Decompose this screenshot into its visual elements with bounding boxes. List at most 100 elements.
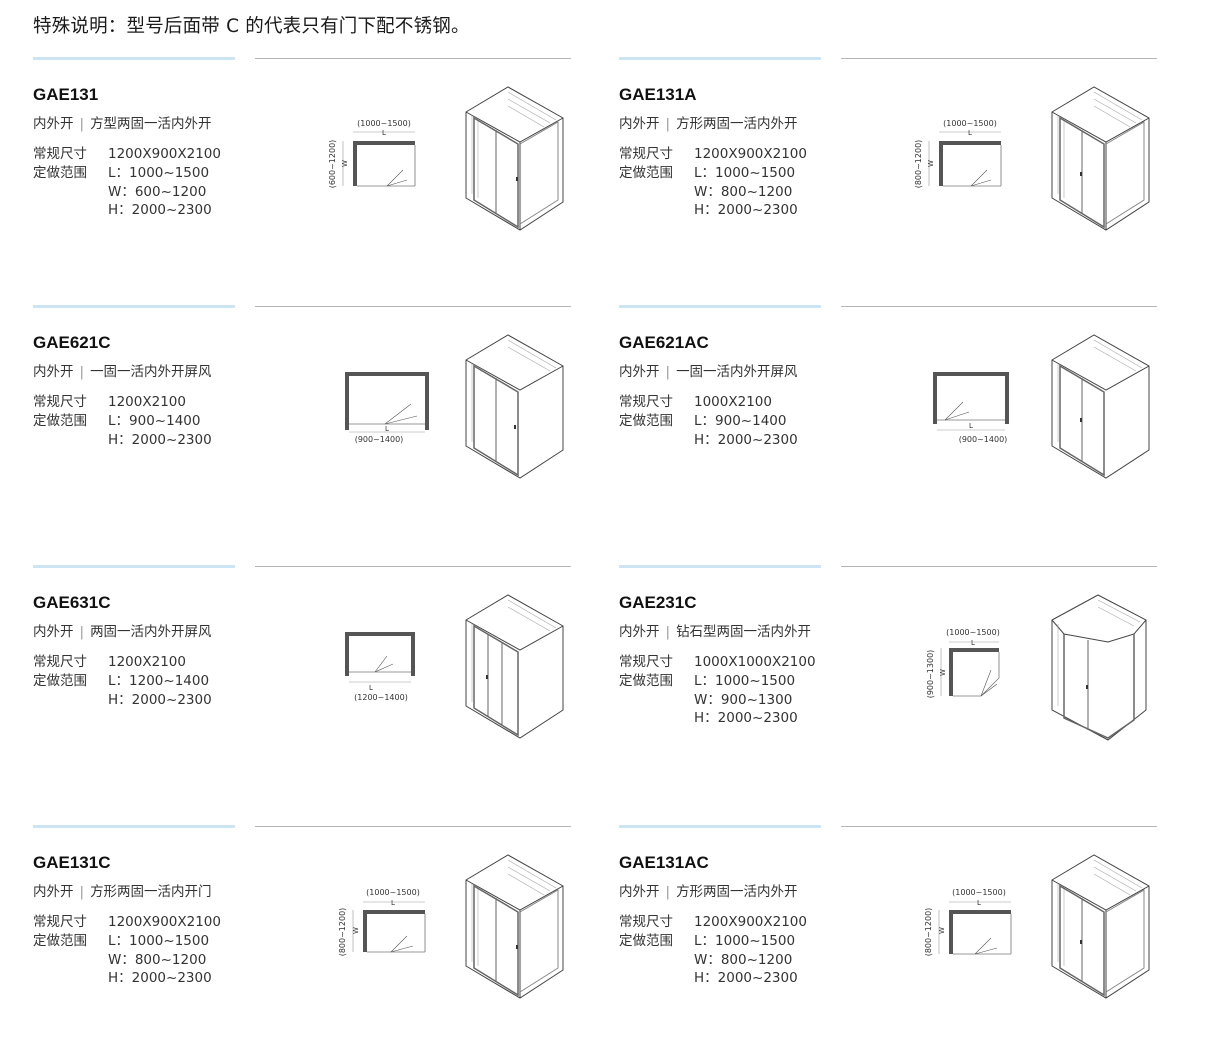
product-subtitle: 内外开|方型两固一活内外开: [33, 116, 212, 132]
product-description: 方形两固一活内开门: [90, 884, 212, 900]
plan-diagram: L (1200~1400): [345, 632, 415, 702]
spec-label-regular: 常规尺寸: [619, 146, 673, 162]
product-subtitle: 内外开|两固一活内外开屏风: [33, 624, 212, 640]
spec-label-custom: 定做范围: [33, 412, 87, 429]
plan-top-L: L: [977, 899, 981, 907]
model-name: GAE621C: [33, 333, 111, 352]
regular-size: 1000X2100: [694, 394, 772, 410]
divider: [255, 306, 571, 307]
regular-size: 1200X2100: [108, 654, 186, 670]
custom-H: H：2000~2300: [694, 970, 798, 987]
isometric-diagram: [465, 854, 564, 999]
product-description: 方型两固一活内外开: [90, 116, 212, 132]
plan-diagram: (1000~1500) L (800~1200) W: [338, 888, 426, 957]
plan-top-dim: (1000~1500): [952, 888, 1006, 897]
divider: [255, 58, 571, 59]
custom-H: H：2000~2300: [108, 202, 212, 219]
model-name: GAE131C: [33, 853, 111, 872]
opening-type: 内外开: [619, 364, 660, 380]
spec-label-regular: 常规尺寸: [619, 394, 673, 410]
divider: [841, 58, 1157, 59]
spec-label-custom: 定做范围: [33, 932, 87, 949]
spec-label-regular: 常规尺寸: [619, 654, 673, 670]
plan-diagram: (1000~1500) L (800~1200) W: [914, 119, 1002, 189]
spec-label-regular: 常规尺寸: [33, 146, 87, 162]
custom-H: H：2000~2300: [108, 691, 212, 708]
divider: [841, 306, 1157, 307]
custom-L: L：1000~1500: [694, 672, 796, 689]
plan-diagram: L (900~1400): [933, 372, 1009, 444]
accent-divider: [33, 57, 235, 60]
product-description: 钻石型两固一活内外开: [676, 624, 812, 640]
plan-top-L: L: [382, 129, 386, 137]
product-description: 两固一活内外开屏风: [90, 624, 212, 640]
spec-label-custom: 定做范围: [619, 412, 673, 429]
custom-W: W：600~1200: [108, 183, 207, 200]
isometric-diagram: [465, 334, 564, 479]
isometric-diagram: [465, 594, 564, 739]
accent-divider: [33, 565, 235, 568]
plan-bottom-dim: (900~1400): [355, 435, 404, 444]
spec-label-regular: 常规尺寸: [33, 654, 87, 670]
plan-top-L: L: [968, 129, 972, 137]
spec-label-regular: 常规尺寸: [33, 394, 87, 410]
isometric-diagram: [1051, 334, 1150, 479]
product-subtitle: 内外开|钻石型两固一活内外开: [619, 624, 812, 640]
regular-size: 1000X1000X2100: [694, 654, 816, 670]
plan-diagram: (1000~1500) L (900~1300) W: [926, 628, 1000, 698]
custom-W: W：800~1200: [694, 183, 793, 200]
model-name: GAE631C: [33, 593, 111, 612]
accent-divider: [33, 825, 235, 828]
opening-type: 内外开: [619, 624, 660, 640]
plan-side-W: W: [352, 927, 360, 934]
product-subtitle: 内外开|方形两固一活内外开: [619, 116, 798, 132]
model-name: GAE621AC: [619, 333, 709, 352]
plan-side-dim: (800~1200): [338, 908, 347, 957]
plan-bottom-L: L: [369, 684, 373, 692]
product-subtitle: 内外开|方形两固一活内外开: [619, 884, 798, 900]
custom-W: W：800~1200: [108, 951, 207, 968]
plan-bottom-dim: (1200~1400): [354, 693, 408, 702]
plan-bottom-L: L: [385, 425, 389, 433]
product-description: 一固一活内外开屏风: [90, 364, 212, 380]
custom-L: L：1000~1500: [108, 164, 210, 181]
plan-top-dim: (1000~1500): [357, 119, 411, 128]
divider: [841, 566, 1157, 567]
spec-label-custom: 定做范围: [619, 164, 673, 181]
custom-L: L：1000~1500: [108, 932, 210, 949]
plan-diagram: (1000~1500) L (600~1200) W: [328, 119, 416, 189]
model-name: GAE131A: [619, 85, 697, 104]
product-subtitle: 内外开|一固一活内外开屏风: [33, 364, 212, 380]
opening-type: 内外开: [33, 624, 74, 640]
custom-W: W：900~1300: [694, 691, 793, 708]
divider: [255, 826, 571, 827]
regular-size: 1200X900X2100: [108, 914, 221, 930]
custom-H: H：2000~2300: [694, 202, 798, 219]
model-name: GAE231C: [619, 593, 697, 612]
spec-label-regular: 常规尺寸: [33, 914, 87, 930]
isometric-diagram: [1051, 594, 1147, 741]
plan-side-dim: (600~1200): [328, 140, 337, 189]
custom-L: L：900~1400: [108, 412, 201, 429]
plan-side-dim: (800~1200): [914, 140, 923, 189]
plan-side-W: W: [939, 669, 947, 676]
opening-type: 内外开: [619, 116, 660, 132]
plan-diagram: (1000~1500) L (800~1200) W: [924, 888, 1012, 956]
plan-top-dim: (1000~1500): [943, 119, 997, 128]
opening-type: 内外开: [619, 884, 660, 900]
custom-L: L：900~1400: [694, 412, 787, 429]
custom-L: L：1200~1400: [108, 672, 210, 689]
opening-type: 内外开: [33, 116, 74, 132]
custom-H: H：2000~2300: [108, 431, 212, 448]
model-name: GAE131AC: [619, 853, 709, 872]
isometric-diagram: [1051, 86, 1150, 231]
custom-L: L：1000~1500: [694, 932, 796, 949]
plan-side-W: W: [341, 160, 349, 167]
product-description: 方形两固一活内外开: [676, 884, 798, 900]
product-description: 方形两固一活内外开: [676, 116, 798, 132]
product-card: GAE231C 内外开|钻石型两固一活内外开 常规尺寸 1000X1000X210…: [619, 565, 1179, 755]
